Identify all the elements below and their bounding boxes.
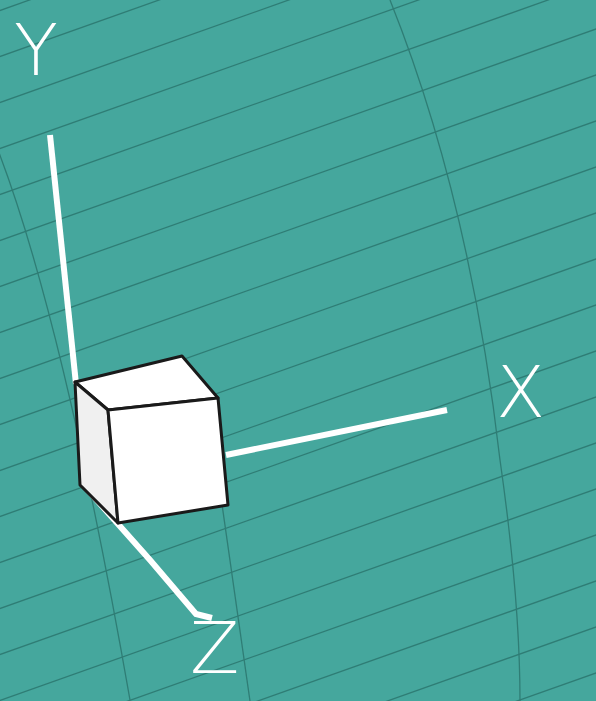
x-axis (226, 410, 447, 455)
grid-line (0, 0, 596, 198)
axis-label: X (496, 356, 545, 428)
grid-line (0, 668, 596, 701)
y-axis (50, 135, 76, 384)
grid-line (0, 530, 596, 701)
grid-line (0, 0, 596, 60)
cube-front (108, 398, 228, 523)
axes (50, 135, 447, 618)
axis-label: Y (14, 14, 58, 86)
grid-line (0, 162, 596, 382)
grid-line (0, 70, 596, 290)
grid-line (0, 622, 596, 701)
grid-curve (390, 0, 520, 701)
grid-line (0, 346, 596, 566)
axis-label: Z (190, 612, 239, 684)
grid-line (0, 0, 596, 152)
cube (75, 356, 228, 523)
grid-line (0, 0, 596, 14)
grid-line (0, 576, 596, 701)
grid-line (0, 116, 596, 336)
grid-line (0, 24, 596, 244)
grid-line (0, 484, 596, 701)
grid-line (0, 0, 596, 106)
